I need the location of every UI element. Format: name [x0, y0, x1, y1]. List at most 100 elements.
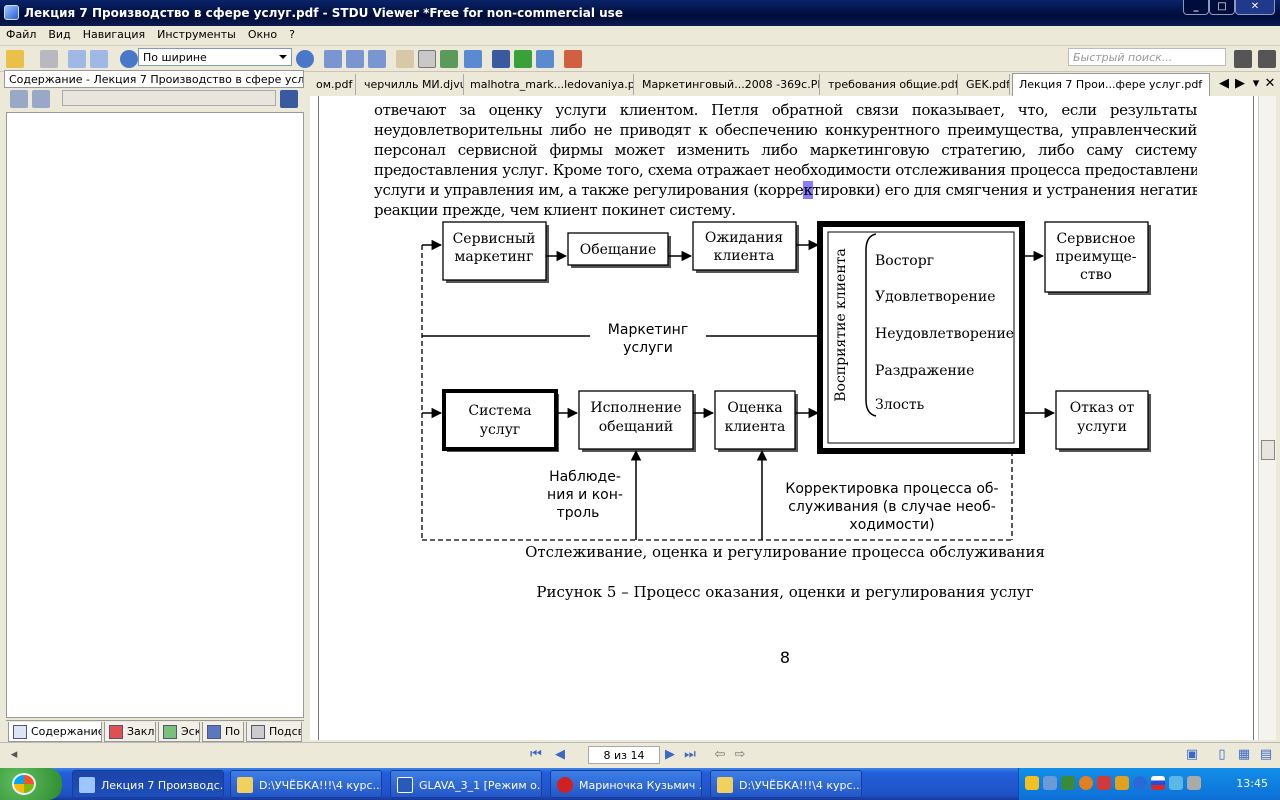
service-process-diagram: Сервисный маркетинг Обещание Ожидания кл… [421, 221, 1151, 667]
binoculars-icon [207, 725, 221, 739]
prev-page-icon[interactable]: ◀ [555, 747, 565, 762]
doc-tab[interactable]: черчилль МИ.djvu [358, 74, 464, 95]
expectations-box [692, 221, 797, 271]
doc-tab[interactable]: требования общие.pdf [822, 74, 958, 95]
service-marketing-box [442, 221, 547, 281]
tab-scroll-left-icon[interactable]: ◀ [1219, 76, 1229, 91]
image-select-icon[interactable] [440, 50, 458, 68]
task-folder-2[interactable]: D:\УЧЁБКА!!!\4 курс... [710, 770, 862, 798]
menu-tools[interactable]: Инструменты [157, 28, 236, 41]
search-options-icon[interactable] [1258, 50, 1276, 68]
volume-icon[interactable] [1187, 776, 1201, 790]
single-page-icon[interactable]: ▯ [1218, 747, 1226, 762]
next-page-icon[interactable]: ▶ [665, 747, 675, 762]
update-icon[interactable] [1061, 776, 1075, 790]
continuous-icon[interactable]: ▤ [1259, 747, 1273, 762]
open-folder-icon[interactable] [6, 50, 24, 68]
task-folder[interactable]: D:\УЧЁБКА!!!\4 курс... [230, 770, 382, 798]
contents-tree[interactable] [6, 112, 304, 718]
doc-tab[interactable]: Маркетинговый...2008 -369с.PDF [636, 74, 820, 95]
bookmark-add-icon[interactable] [564, 50, 582, 68]
expand-icon[interactable] [10, 90, 28, 108]
fit-page-icon[interactable] [324, 50, 342, 68]
collapse-icon[interactable] [32, 90, 50, 108]
close-tab-icon[interactable]: ✕ [1264, 76, 1276, 91]
task-opera[interactable]: Мариночка Кузьмич ... [550, 770, 702, 798]
label: Система [468, 403, 531, 419]
language-flag-icon[interactable] [1151, 776, 1165, 790]
back-icon[interactable]: ⇦ [714, 747, 726, 762]
tab-list-icon[interactable]: ▾ [1252, 76, 1260, 91]
last-page-icon[interactable]: ⏭ [684, 747, 696, 762]
level-label: Раздражение [875, 363, 974, 379]
label: услуги [623, 340, 673, 356]
shield-icon[interactable] [1025, 776, 1039, 790]
tab-bookmarks[interactable]: Закл [104, 722, 156, 742]
start-button[interactable] [0, 768, 62, 800]
tab-scroll-right-icon[interactable]: ▶ [1235, 76, 1245, 91]
menu-navigation[interactable]: Навигация [82, 28, 146, 41]
doc-tab[interactable]: GEK.pdf [960, 74, 1010, 95]
page-indicator[interactable]: 8 из 14 [588, 746, 660, 764]
speaker-icon[interactable] [1115, 776, 1129, 790]
bluetooth-icon[interactable] [1133, 776, 1147, 790]
quick-search-input[interactable]: Быстрый поиск... [1068, 48, 1226, 66]
menu-window[interactable]: Окно [247, 28, 278, 41]
hscroll-left-icon[interactable]: ◂ [10, 747, 18, 762]
contents-search-input[interactable] [62, 90, 276, 106]
network-icon[interactable] [1043, 776, 1057, 790]
tab-search[interactable]: По [202, 722, 244, 742]
text-line: отвечают за оценку услуги клиентом. Петл… [374, 101, 1197, 119]
label: Маркетинг [608, 322, 688, 338]
first-page-icon[interactable]: ⏮ [530, 747, 542, 762]
contents-find-icon[interactable] [280, 90, 298, 108]
vertical-scrollbar[interactable] [1258, 96, 1276, 740]
evaluation-box [714, 390, 796, 450]
zoom-in-icon[interactable] [296, 50, 314, 68]
advantage-box [1044, 221, 1149, 293]
find-icon[interactable] [492, 50, 510, 68]
copy-page-icon[interactable] [68, 50, 86, 68]
perception-label: Восприятие клиента [833, 248, 849, 402]
fit-width-icon[interactable] [346, 50, 364, 68]
forward-icon[interactable]: ⇨ [734, 747, 746, 762]
menu-view[interactable]: Вид [48, 28, 71, 41]
menu-file[interactable]: Файл [6, 28, 37, 41]
navigation-bar: ◂ ⏮ ◀ 8 из 14 ▶ ⏭ ⇦ ⇨ ▣ ▯ ▦ ▤ [0, 742, 1280, 768]
doc-tab[interactable]: ом.pdf [310, 74, 356, 95]
close-button[interactable]: ✕ [1235, 0, 1275, 15]
find-next-icon[interactable] [514, 50, 532, 68]
word-icon [397, 777, 413, 793]
search-icon[interactable] [1234, 50, 1252, 68]
page-settings-icon[interactable]: ▣ [1185, 747, 1199, 762]
splitter[interactable] [305, 96, 310, 740]
copy-icon[interactable] [536, 50, 554, 68]
tab-thumbnails[interactable]: Эск [158, 722, 200, 742]
zoom-select[interactable]: По ширине [138, 48, 292, 66]
menu-help[interactable]: ? [289, 28, 295, 41]
text-select-icon[interactable] [418, 50, 436, 68]
zoom-out-icon[interactable] [120, 50, 138, 68]
label: ния и кон- [547, 487, 623, 503]
tab-highlights[interactable]: Подсв [246, 722, 302, 742]
flash-icon[interactable] [1097, 776, 1111, 790]
two-page-icon[interactable]: ▦ [1237, 747, 1251, 762]
snapshot-icon[interactable] [464, 50, 482, 68]
text-line: услуги и управления им, а также регулиро… [374, 181, 1197, 199]
doc-tab-active[interactable]: Лекция 7 Прои...фере услуг.pdf [1012, 73, 1210, 96]
task-word[interactable]: GLAVA_3_1 [Режим о... [390, 770, 542, 798]
minimize-button[interactable]: _ [1183, 0, 1209, 15]
maximize-button[interactable]: □ [1209, 0, 1235, 15]
doc-tab[interactable]: malhotra_mark...ledovaniya.pdf [464, 74, 634, 95]
antivirus-icon[interactable] [1079, 776, 1093, 790]
perception-box [817, 221, 1025, 454]
label: ходимости) [849, 517, 934, 533]
scroll-thumb[interactable] [1261, 440, 1275, 460]
print-icon[interactable] [40, 50, 58, 68]
fit-height-icon[interactable] [368, 50, 386, 68]
display-icon[interactable] [1169, 776, 1183, 790]
task-stdu-viewer[interactable]: Лекция 7 Производс... [72, 770, 224, 798]
hand-tool-icon[interactable] [396, 50, 414, 68]
tab-contents[interactable]: Содержание [8, 722, 102, 742]
fit-icon[interactable] [90, 50, 108, 68]
